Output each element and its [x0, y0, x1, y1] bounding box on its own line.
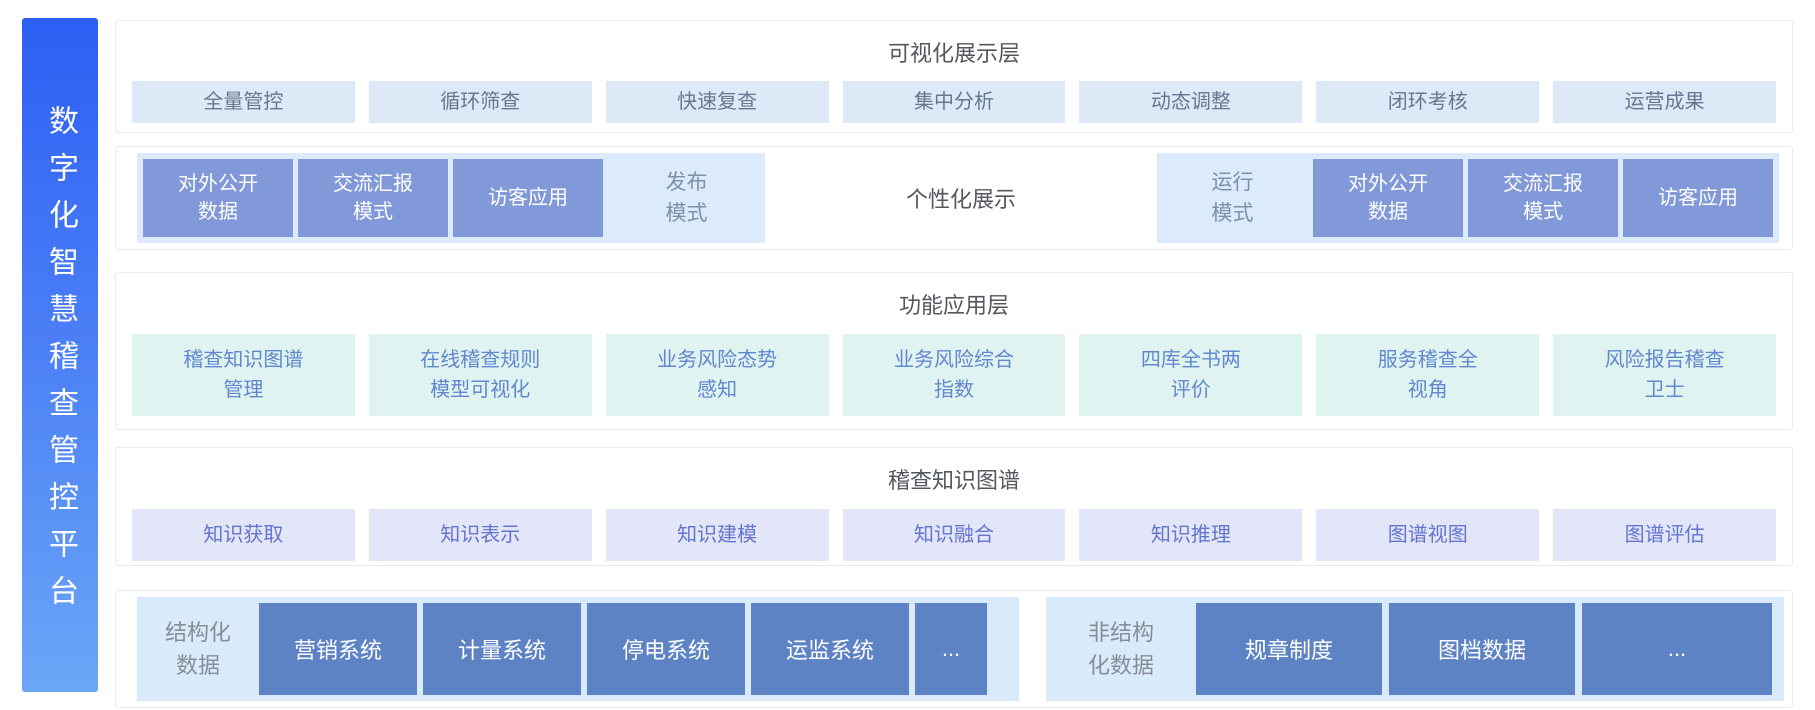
layer-visual-items: 全量管控 循环筛查 快速复查 集中分析 动态调整 闭环考核 运营成果 — [116, 81, 1792, 123]
unstructured-doc-box: 图档数据 — [1389, 603, 1575, 695]
layer-knowledge-graph: 稽查知识图谱 知识获取 知识表示 知识建模 知识融合 知识推理 图谱视图 图谱评… — [115, 447, 1793, 566]
knowledge-item: 知识表示 — [368, 509, 592, 561]
visual-item: 运营成果 — [1553, 81, 1777, 123]
layer-function-title: 功能应用层 — [898, 293, 1009, 318]
run-mode-box: 交流汇报 模式 — [1468, 159, 1618, 237]
function-item: 业务风险综合 指数 — [842, 334, 1066, 416]
visual-item: 循环筛查 — [368, 81, 592, 123]
publish-mode-panel: 对外公开 数据 交流汇报 模式 访客应用 发布 模式 — [137, 153, 765, 243]
visual-item: 全量管控 — [132, 81, 355, 123]
function-item: 风险报告稽查 卫士 — [1553, 334, 1777, 416]
visual-item: 快速复查 — [605, 81, 829, 123]
run-mode-box: 对外公开 数据 — [1313, 159, 1463, 237]
publish-mode-box: 访客应用 — [453, 159, 603, 237]
unstructured-doc-box: 规章制度 — [1196, 603, 1382, 695]
unstructured-more-box: ... — [1582, 603, 1772, 695]
structured-system-box: 运监系统 — [751, 603, 909, 695]
run-mode-box: 访客应用 — [1623, 159, 1773, 237]
knowledge-item: 知识融合 — [842, 509, 1066, 561]
publish-mode-box: 交流汇报 模式 — [298, 159, 448, 237]
visual-item: 动态调整 — [1079, 81, 1303, 123]
personalized-display-label: 个性化展示 — [905, 187, 1016, 212]
run-mode-label: 运行 模式 — [1211, 170, 1254, 226]
layer-knowledge-title: 稽查知识图谱 — [887, 468, 1020, 493]
knowledge-item: 知识建模 — [605, 509, 829, 561]
platform-title-bar: 数字化智慧稽查管控平台 — [22, 18, 98, 692]
layer-data-sources: 结构化 数据 营销系统 计量系统 停电系统 运监系统 ... 非结构 化数据 规… — [115, 590, 1793, 708]
function-item: 服务稽查全 视角 — [1316, 334, 1540, 416]
structured-system-box: 计量系统 — [423, 603, 581, 695]
layer-function-application: 功能应用层 稽查知识图谱 管理 在线稽查规则 模型可视化 业务风险态势 感知 业… — [115, 272, 1793, 430]
layer-knowledge-items: 知识获取 知识表示 知识建模 知识融合 知识推理 图谱视图 图谱评估 — [116, 509, 1792, 561]
visual-item: 闭环考核 — [1316, 81, 1540, 123]
visual-item: 集中分析 — [842, 81, 1066, 123]
structured-data-label: 结构化 数据 — [164, 620, 231, 678]
structured-system-box: 营销系统 — [259, 603, 417, 695]
knowledge-item: 图谱评估 — [1553, 509, 1777, 561]
function-item: 稽查知识图谱 管理 — [132, 334, 355, 416]
platform-title: 数字化智慧稽查管控平台 — [44, 105, 77, 622]
structured-system-box: 停电系统 — [587, 603, 745, 695]
layer-visual-title: 可视化展示层 — [887, 41, 1020, 66]
run-mode-panel: 运行 模式 对外公开 数据 交流汇报 模式 访客应用 — [1157, 153, 1779, 243]
function-item: 在线稽查规则 模型可视化 — [368, 334, 592, 416]
publish-mode-label: 发布 模式 — [665, 170, 708, 226]
knowledge-item: 知识推理 — [1079, 509, 1303, 561]
unstructured-data-panel: 非结构 化数据 规章制度 图档数据 ... — [1046, 597, 1784, 701]
knowledge-item: 知识获取 — [132, 509, 355, 561]
layer-function-items: 稽查知识图谱 管理 在线稽查规则 模型可视化 业务风险态势 感知 业务风险综合 … — [116, 334, 1792, 416]
knowledge-item: 图谱视图 — [1316, 509, 1540, 561]
layer-display-modes: 对外公开 数据 交流汇报 模式 访客应用 发布 模式 个性化展示 运行 模式 对… — [115, 146, 1793, 250]
layer-visual-display: 可视化展示层 全量管控 循环筛查 快速复查 集中分析 动态调整 闭环考核 运营成… — [115, 20, 1793, 133]
structured-more-box: ... — [915, 603, 987, 695]
function-item: 四库全书两 评价 — [1079, 334, 1303, 416]
publish-mode-box: 对外公开 数据 — [143, 159, 293, 237]
unstructured-data-label: 非结构 化数据 — [1087, 620, 1154, 678]
function-item: 业务风险态势 感知 — [605, 334, 829, 416]
structured-data-panel: 结构化 数据 营销系统 计量系统 停电系统 运监系统 ... — [137, 597, 1019, 701]
